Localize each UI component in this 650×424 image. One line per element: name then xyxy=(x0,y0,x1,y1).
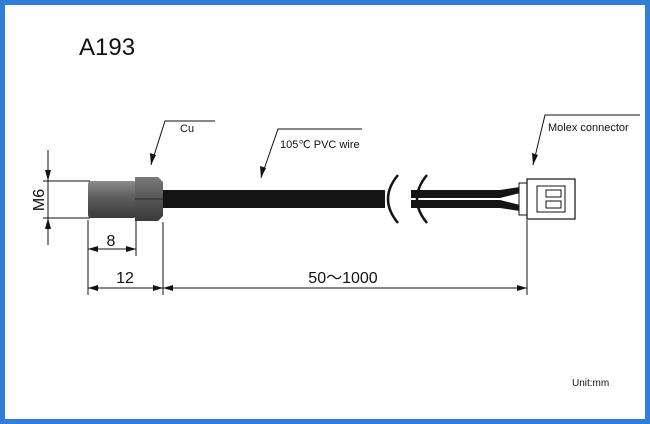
cable xyxy=(163,190,385,208)
molex-connector xyxy=(518,178,576,220)
break-mark-right xyxy=(415,174,428,224)
label-connector: Molex connector xyxy=(548,122,629,134)
break-mark-left xyxy=(386,174,399,224)
dim-probe-length: 12 xyxy=(116,270,134,287)
diagram-frame-inner xyxy=(4,4,646,420)
label-wire: 105℃ PVC wire xyxy=(280,139,360,151)
drawing-title: A193 xyxy=(79,34,135,61)
arrowheads xyxy=(45,153,538,291)
label-material: Cu xyxy=(180,123,194,135)
dim-hex-length: 8 xyxy=(107,233,116,250)
dim-thread: M6 xyxy=(31,189,48,211)
dim-cable-length: 50～1000 xyxy=(308,270,377,287)
wire-upper xyxy=(411,187,520,198)
dimension-lines xyxy=(43,114,640,295)
label-unit: Unit:mm xyxy=(572,378,609,389)
probe-body xyxy=(88,181,136,218)
wire-lower xyxy=(411,200,520,211)
